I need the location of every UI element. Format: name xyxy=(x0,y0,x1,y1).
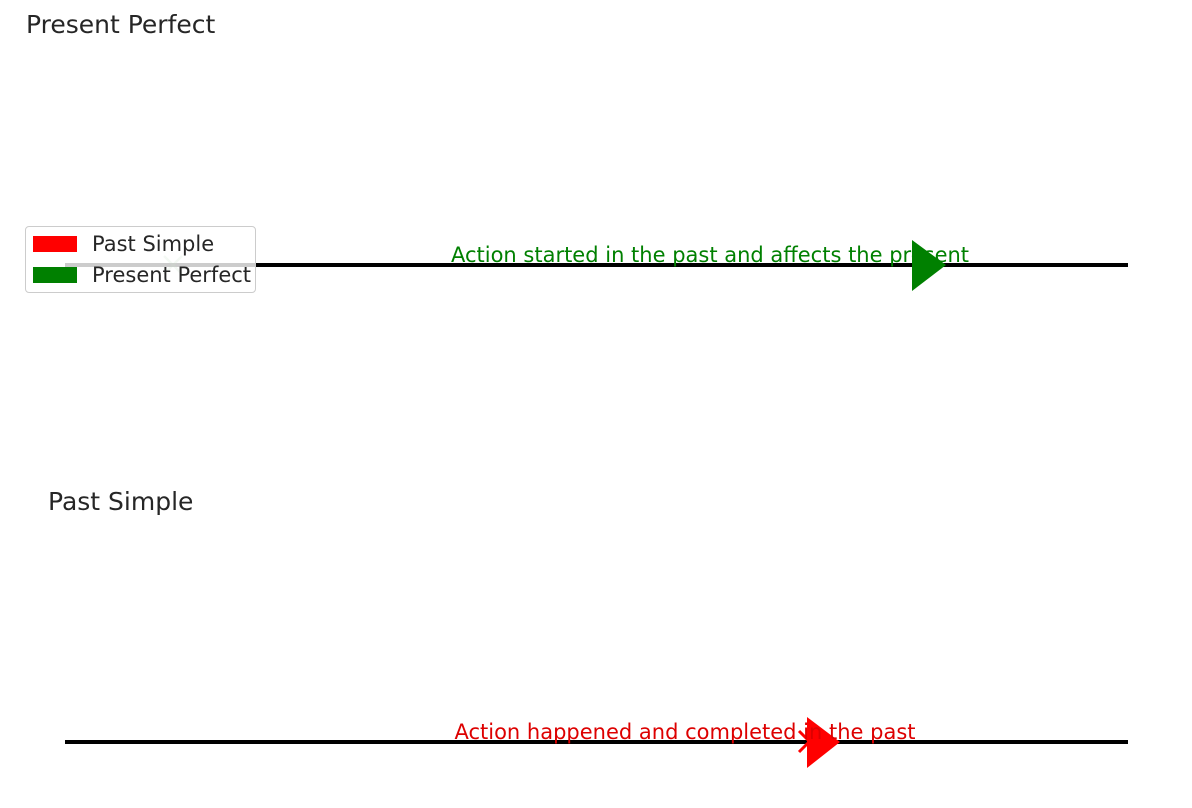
legend-swatch-present-perfect xyxy=(33,267,77,283)
present-perfect-title: Present Perfect xyxy=(26,10,216,39)
past-simple-title: Past Simple xyxy=(48,487,194,516)
arrow-right-icon xyxy=(912,240,946,291)
legend-label: Past Simple xyxy=(92,232,215,256)
arrow-right-icon xyxy=(807,717,840,768)
legend-label: Present Perfect xyxy=(92,263,252,287)
present-perfect-annotation: Action started in the past and affects t… xyxy=(451,243,969,267)
legend: Past Simple Present Perfect xyxy=(25,226,256,293)
legend-item-past-simple: Past Simple xyxy=(33,232,215,256)
legend-swatch-past-simple xyxy=(33,236,77,252)
past-simple-annotation: Action happened and completed in the pas… xyxy=(454,720,915,744)
legend-item-present-perfect: Present Perfect xyxy=(33,263,252,287)
